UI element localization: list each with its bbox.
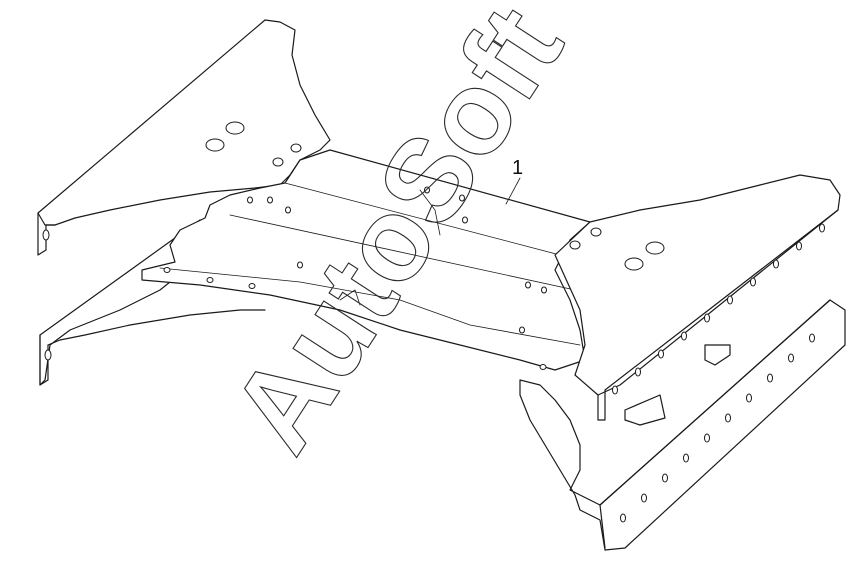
lower-right-bracket	[519, 299, 846, 551]
callout-1: 1	[505, 157, 523, 205]
mounting-tab	[624, 344, 731, 426]
upper-right-bracket	[554, 174, 841, 421]
crossmember-channel	[141, 149, 591, 371]
callout-label: 1	[512, 157, 523, 179]
